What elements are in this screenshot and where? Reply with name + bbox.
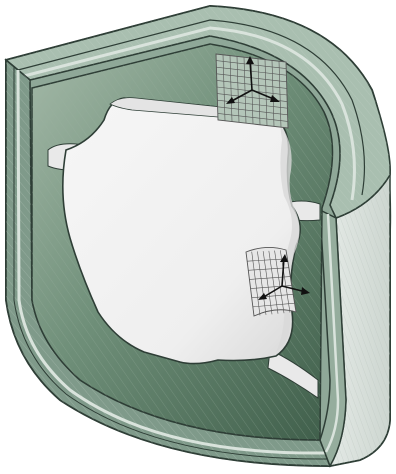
coordinate-grid-icon xyxy=(216,54,288,128)
